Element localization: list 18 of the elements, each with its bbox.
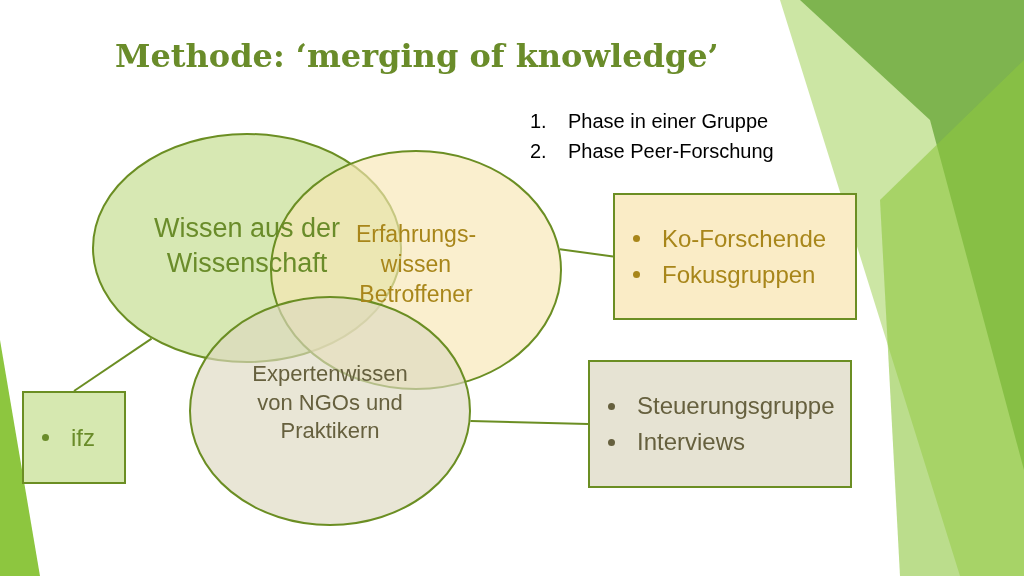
phase-list-item: Phase Peer-Forschung	[568, 139, 774, 164]
list-number: 2.	[530, 139, 548, 164]
bullet-text: Fokusgruppen	[662, 259, 816, 290]
ellipse-label: Expertenwissen von NGOs und Praktikern	[251, 360, 409, 446]
bullet-text: Steuerungsgruppe	[637, 391, 835, 421]
connector-line	[469, 420, 589, 425]
connector-line	[558, 248, 614, 258]
bullet-text: ifz	[71, 422, 95, 453]
ellipse-label: Erfahrungs- wissen Betroffener	[354, 220, 478, 309]
phase-list-item: Phase in einer Gruppe	[568, 109, 770, 134]
bullet-text: Ko-Forschende	[662, 223, 827, 254]
bullet-text: Interviews	[637, 427, 746, 457]
bullet-box	[22, 391, 126, 484]
bullet-box	[613, 193, 857, 320]
list-number: 1.	[530, 109, 548, 134]
bullet-box	[588, 360, 852, 488]
connector-line	[73, 337, 153, 392]
title: Methode: ‘merging of knowledge’	[115, 36, 719, 77]
